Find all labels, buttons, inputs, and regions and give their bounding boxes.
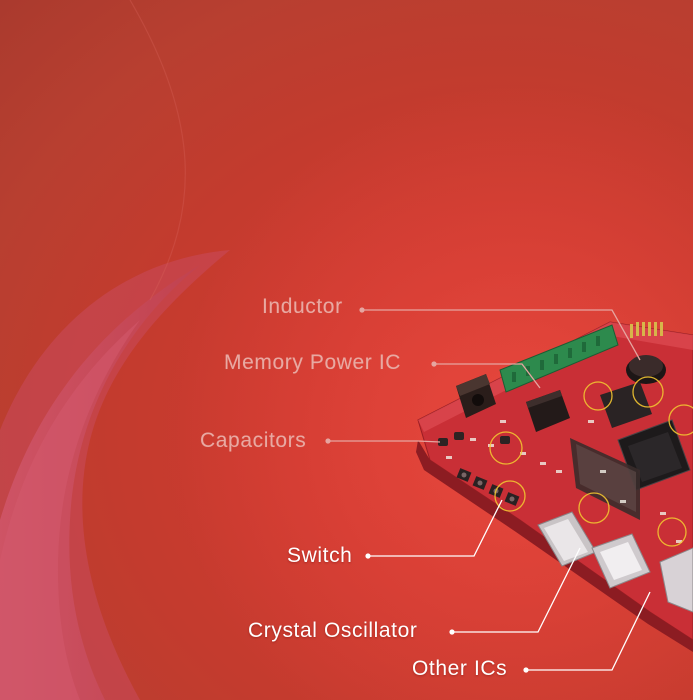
label-memory-power-ic: Memory Power IC	[224, 351, 402, 374]
label-inductor: Inductor	[262, 295, 343, 318]
dc-power-jack	[456, 374, 496, 418]
smd-components	[446, 420, 682, 543]
pin-header	[630, 322, 663, 338]
label-crystal-oscillator: Crystal Oscillator	[248, 619, 418, 642]
circuit-board	[416, 321, 693, 652]
label-other-ics: Other ICs	[412, 657, 508, 680]
crystal-oscillator-leader	[452, 547, 581, 633]
side-connector	[659, 547, 693, 613]
label-switch: Switch	[287, 544, 353, 567]
memory-power-ic-leader	[434, 363, 541, 389]
inductor-leader	[362, 309, 641, 361]
highlight-rings	[489, 376, 693, 547]
capacitors-leader	[328, 440, 441, 443]
hdmi-connector	[591, 533, 651, 589]
switch-leader	[368, 499, 503, 557]
inductor-component	[626, 355, 666, 384]
label-capacitors: Capacitors	[200, 429, 307, 452]
secondary-chip	[600, 382, 652, 428]
other-ics-leader	[526, 591, 651, 671]
callout-leader-lines	[328, 309, 651, 671]
capacitor-components	[438, 432, 510, 446]
callout-dots	[325, 307, 529, 673]
